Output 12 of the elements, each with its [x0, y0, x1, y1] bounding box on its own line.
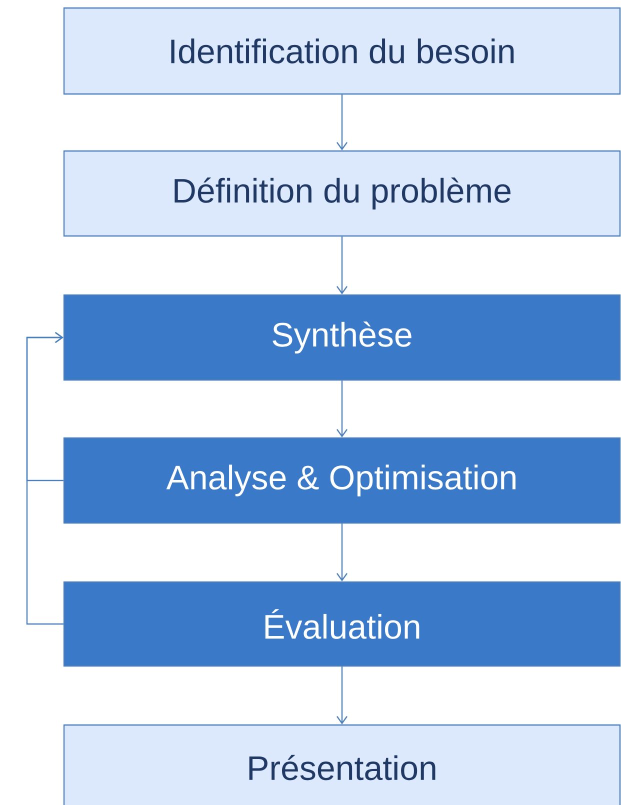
process-box: Définition du problème [63, 150, 621, 237]
arrow [336, 236, 348, 294]
arrow [26, 332, 64, 482]
arrow [336, 666, 348, 724]
process-box: Présentation [63, 724, 621, 805]
arrow [336, 380, 348, 438]
process-box: Évaluation [63, 581, 621, 667]
process-box: Synthèse [63, 294, 621, 381]
arrow [336, 94, 348, 150]
process-box: Identification du besoin [63, 7, 621, 95]
arrow [336, 524, 348, 582]
process-box: Analyse & Optimisation [63, 437, 621, 524]
